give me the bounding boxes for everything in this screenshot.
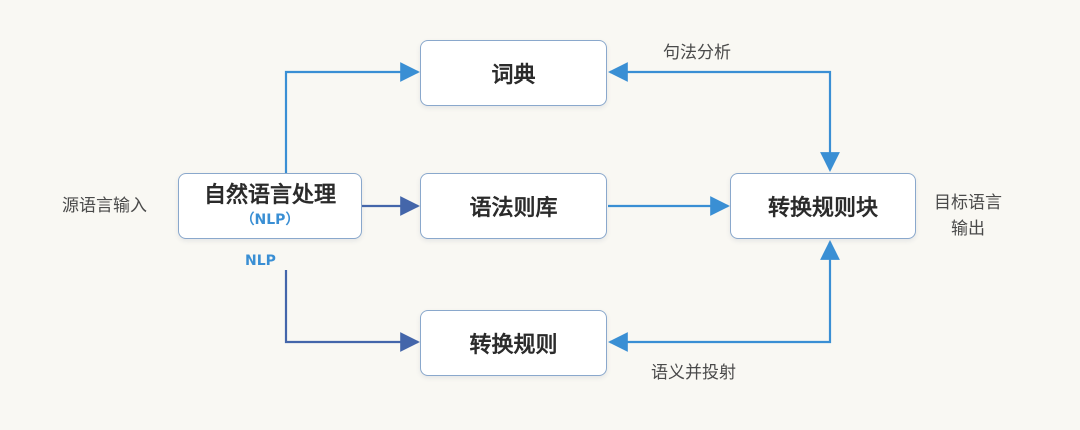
syntax-analysis-label: 句法分析: [663, 43, 731, 63]
nlp-edge-label: NLP: [245, 253, 276, 269]
node-nlp: 自然语言处理 （NLP）: [178, 173, 362, 239]
node-dictionary-label: 词典: [491, 63, 536, 88]
edge-rules-transform-block: [608, 240, 840, 352]
node-rules: 转换规则: [420, 310, 607, 376]
edge-nlp-to-dictionary: [284, 62, 420, 173]
node-nlp-sublabel: （NLP）: [240, 212, 300, 228]
semantic-projection-label: 语义并投射: [651, 363, 736, 383]
node-transform-block: 转换规则块: [730, 173, 916, 239]
edge-nlp-to-rules: [284, 270, 420, 352]
node-dictionary: 词典: [420, 40, 607, 106]
node-grammar-label: 语法则库: [469, 196, 558, 221]
target-output-line2: 输出: [951, 219, 985, 239]
node-transform-block-label: 转换规则块: [767, 196, 878, 221]
target-output-label: 目标语言 输出: [934, 190, 1002, 242]
node-grammar: 语法则库: [420, 173, 607, 239]
node-rules-label: 转换规则: [469, 333, 558, 358]
target-output-line1: 目标语言: [934, 193, 1002, 213]
source-input-label: 源语言输入: [62, 196, 147, 216]
edge-dictionary-transform-block: [608, 62, 840, 172]
node-nlp-label: 自然语言处理: [203, 183, 336, 208]
